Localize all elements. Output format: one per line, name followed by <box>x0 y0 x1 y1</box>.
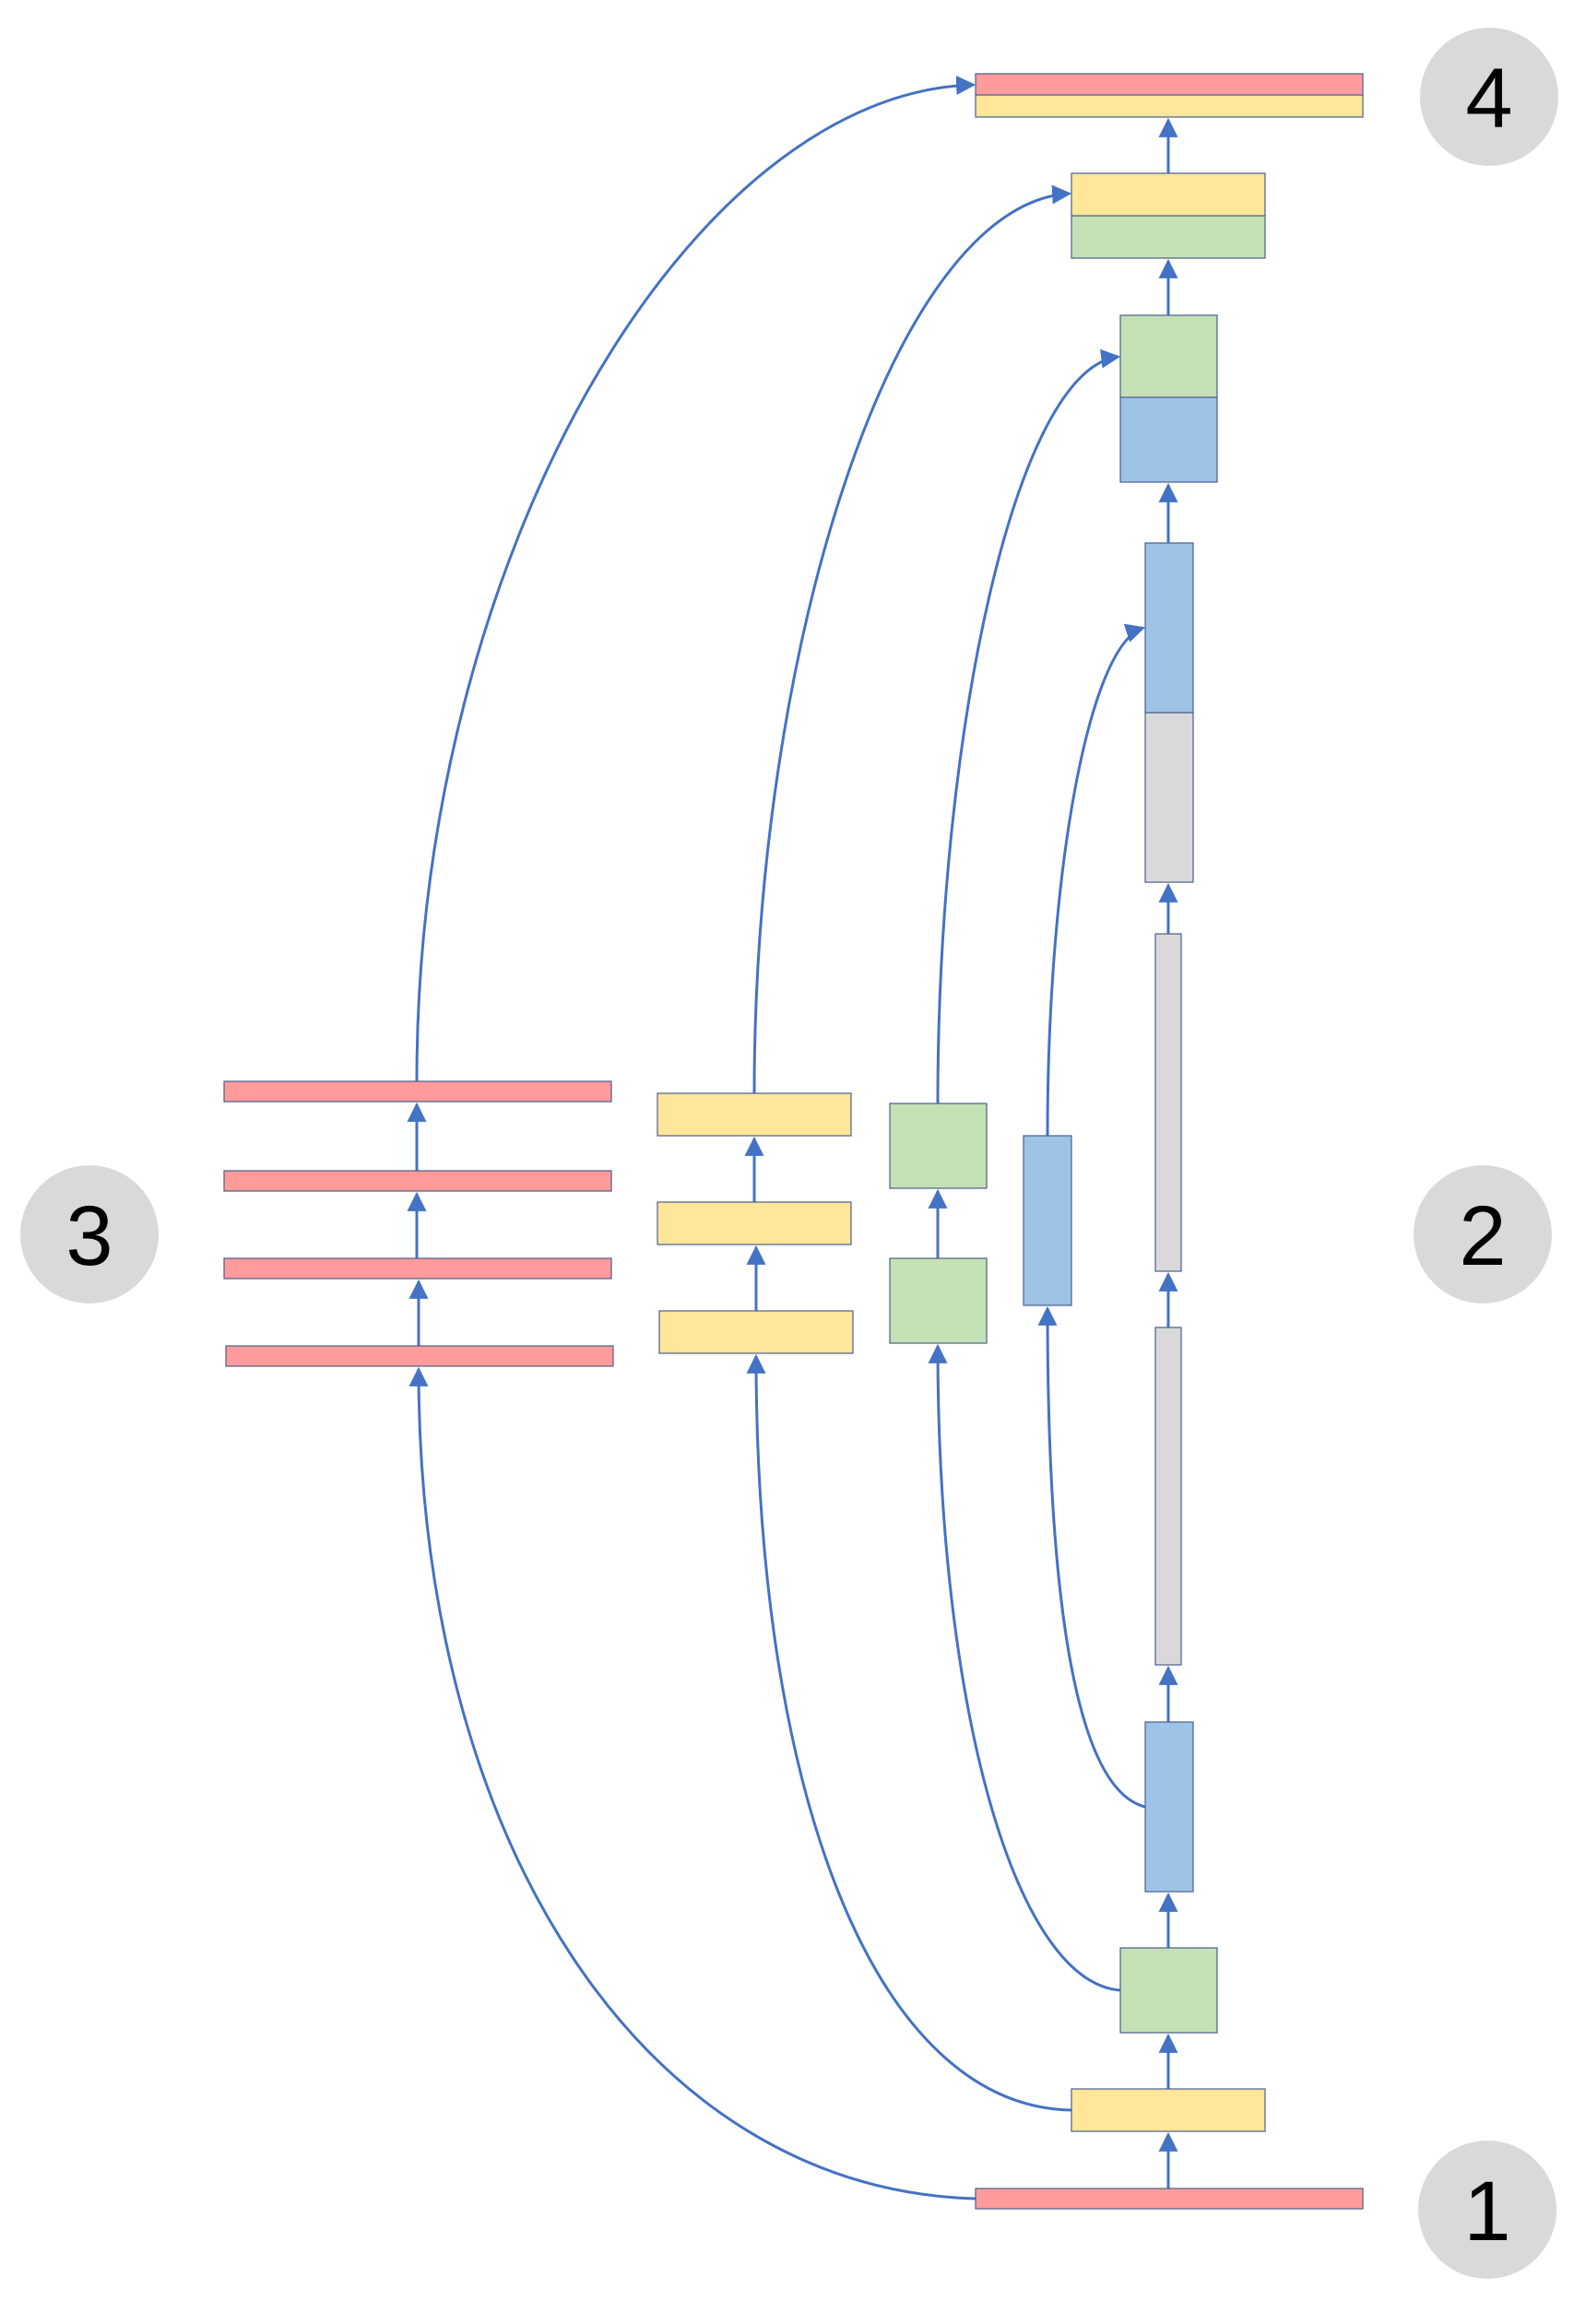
skip-yellow-2 <box>657 1201 852 1245</box>
badge-2-circle <box>1414 1165 1552 1304</box>
skip-green-1 <box>889 1257 988 1344</box>
curve-yellow-in <box>746 1353 1072 2112</box>
output-block-yellow <box>975 94 1364 118</box>
curve-yellow-out <box>752 184 1072 1094</box>
badge-4-label: 4 <box>1465 52 1512 146</box>
skip-red-1 <box>225 1345 614 1367</box>
decoder-block-gray <box>1144 712 1194 883</box>
decoder-block-green <box>1071 215 1266 259</box>
skip-red-4 <box>223 1080 612 1103</box>
encoder-block-green <box>1119 1947 1218 2034</box>
skip-yellow-1 <box>658 1310 854 1354</box>
skip-blue-1 <box>1023 1135 1072 1306</box>
badge-2: 2 <box>1414 1165 1552 1304</box>
skip-green-2 <box>889 1103 988 1189</box>
curve-red-in <box>408 1366 976 2200</box>
badge-1-label: 1 <box>1463 2165 1510 2259</box>
feature-blocks <box>223 73 1364 2210</box>
curve-blue-out <box>1046 623 1145 1137</box>
encoder-block-gray-lower <box>1154 1327 1182 1666</box>
decoder-block-blue-upper <box>1144 542 1194 714</box>
badges: 1 2 3 4 <box>20 28 1558 2279</box>
badge-1: 1 <box>1418 2141 1556 2279</box>
decoder-block-yellow-upper <box>1071 172 1266 217</box>
curve-green-out <box>936 348 1121 1104</box>
badge-4: 4 <box>1420 28 1558 166</box>
encoder-block-blue <box>1144 1721 1194 1893</box>
input-block-red <box>975 2188 1364 2210</box>
badge-3: 3 <box>20 1165 159 1304</box>
decoder-block-green-upper <box>1119 314 1218 398</box>
skip-red-2 <box>223 1257 612 1280</box>
bottleneck-block-gray <box>1154 933 1182 1272</box>
curve-green-in <box>928 1343 1121 1992</box>
curve-blue-in <box>1037 1305 1146 1809</box>
badge-4-circle <box>1420 28 1558 166</box>
skip-red-3 <box>223 1170 612 1192</box>
curve-red-out <box>415 76 976 1082</box>
badge-1-circle <box>1418 2141 1556 2279</box>
badge-3-label: 3 <box>65 1189 112 1283</box>
connections <box>407 76 1178 2200</box>
output-block-red <box>975 73 1364 96</box>
skip-yellow-3 <box>657 1092 852 1137</box>
badge-3-circle <box>20 1165 159 1304</box>
decoder-block-blue <box>1119 396 1218 483</box>
badge-2-label: 2 <box>1459 1189 1506 1283</box>
encoder-block-yellow <box>1071 2088 1266 2132</box>
